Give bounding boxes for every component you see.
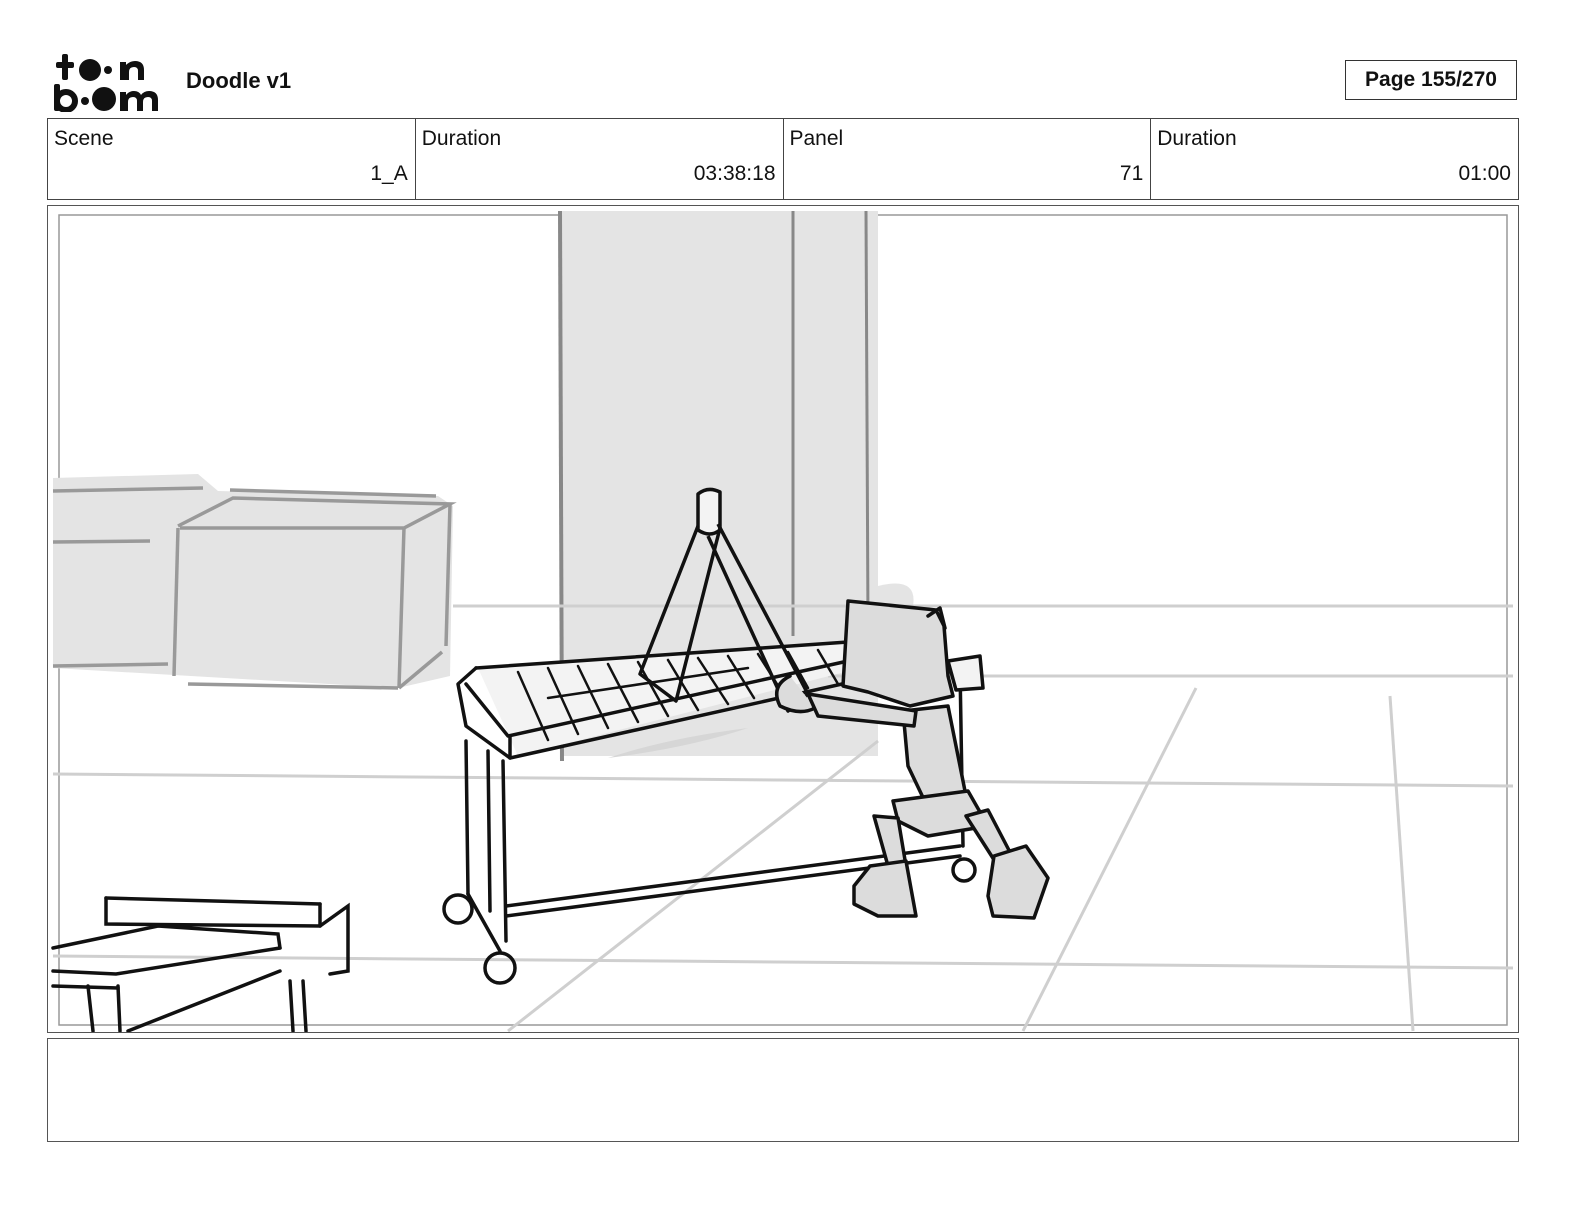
panel-info-row: Scene 1_A Duration 03:38:18 Panel 71 Dur… (47, 118, 1519, 200)
scene-duration-value: 03:38:18 (693, 162, 776, 185)
scene-duration-label: Duration (421, 127, 502, 150)
panel-duration-value: 01:00 (1458, 162, 1511, 185)
background-boxes (52, 474, 457, 690)
scene-label: Scene (54, 127, 114, 150)
panel-label: Panel (789, 127, 844, 150)
storyboard-panel (47, 205, 1519, 1033)
character-sketch (774, 599, 1050, 920)
toon-boom-logo (54, 54, 158, 112)
scene-duration-cell: Duration 03:38:18 (416, 119, 784, 199)
panel-duration-label: Duration (1157, 127, 1237, 150)
page-counter: Page 155/270 (1345, 60, 1517, 100)
xylophone-sketch (442, 487, 977, 985)
project-title: Doodle v1 (186, 68, 292, 93)
scene-value: 1_A (370, 162, 408, 185)
panel-sketch (51, 210, 1514, 1032)
panel-caption (47, 1038, 1519, 1142)
foreground-bench (51, 896, 350, 1032)
panel-cell: Panel 71 (784, 119, 1152, 199)
panel-value: 71 (1119, 162, 1144, 185)
panel-duration-cell: Duration 01:00 (1151, 119, 1518, 199)
scene-cell: Scene 1_A (48, 119, 416, 199)
